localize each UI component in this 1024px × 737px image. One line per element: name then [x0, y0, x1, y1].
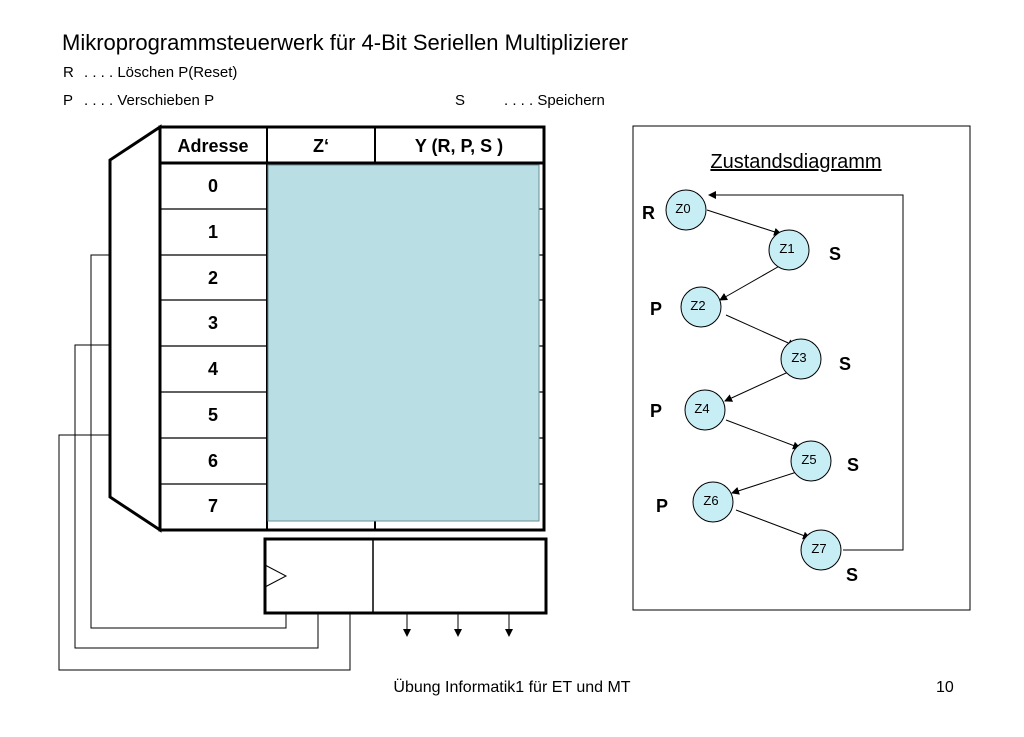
- signal-label-z7: S: [846, 565, 858, 585]
- signal-label-z5: S: [847, 455, 859, 475]
- feedback-wires: [58, 254, 351, 671]
- page-title: Mikroprogrammsteuerwerk für 4-Bit Seriel…: [62, 30, 629, 55]
- address-1: 1: [208, 222, 218, 242]
- signal-label-z1: S: [829, 244, 841, 264]
- output-register: [263, 537, 548, 615]
- output-arrows: [403, 613, 513, 637]
- header-adresse: Adresse: [177, 136, 248, 156]
- state-node-z2: [680, 286, 722, 328]
- state-label-z2: Z2: [690, 298, 705, 313]
- address-3: 3: [208, 313, 218, 333]
- state-label-z4: Z4: [694, 401, 709, 416]
- address-5: 5: [208, 405, 218, 425]
- address-7: 7: [208, 496, 218, 516]
- signal-label-z0: R: [642, 203, 655, 223]
- address-decoder: [108, 124, 162, 533]
- signal-label-z6: P: [656, 496, 668, 516]
- state-node-z1: [768, 229, 810, 271]
- state-node-z5: [790, 440, 832, 482]
- state-label-z0: Z0: [675, 201, 690, 216]
- footer-text: Übung Informatik1 für ET und MT: [393, 679, 631, 696]
- legend-p-text: . . . . Verschieben P: [84, 92, 215, 109]
- state-label-z1: Z1: [779, 241, 794, 256]
- state-node-z7: [800, 529, 842, 571]
- signal-label-z4: P: [650, 401, 662, 421]
- state-label-z7: Z7: [811, 541, 826, 556]
- legend-s-text: . . . . Speichern: [504, 92, 605, 109]
- state-label-z5: Z5: [801, 452, 816, 467]
- signal-label-z3: S: [839, 354, 851, 374]
- state-label-z3: Z3: [791, 350, 806, 365]
- legend-s-key: S: [455, 92, 466, 109]
- signal-label-z2: P: [650, 299, 662, 319]
- state-label-z6: Z6: [703, 493, 718, 508]
- legend-r-key: R: [63, 64, 74, 81]
- address-4: 4: [208, 359, 218, 379]
- state-node-z6: [692, 481, 734, 523]
- header-y: Y (R, P, S ): [415, 136, 503, 156]
- state-node-z0: [665, 189, 707, 231]
- state-diagram-title: Zustandsdiagramm: [710, 151, 881, 173]
- state-node-z4: [684, 389, 726, 431]
- address-0: 0: [208, 176, 218, 196]
- header-z: Z‘: [313, 136, 329, 156]
- page-number: 10: [936, 679, 954, 696]
- legend-r-text: . . . . Löschen P(Reset): [84, 64, 238, 81]
- address-2: 2: [208, 268, 218, 288]
- state-node-z3: [780, 338, 822, 380]
- rom-content-area: [267, 164, 540, 522]
- clock-triangle-icon: [264, 564, 288, 588]
- state-transitions: [706, 191, 904, 551]
- legend-p-key: P: [63, 92, 74, 109]
- address-6: 6: [208, 451, 218, 471]
